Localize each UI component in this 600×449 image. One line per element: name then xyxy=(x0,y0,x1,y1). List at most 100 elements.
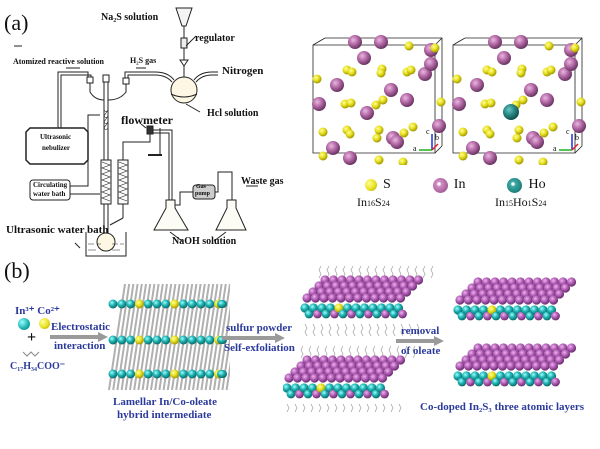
atom-in xyxy=(326,141,340,155)
atom-in xyxy=(424,57,438,71)
layer-atom xyxy=(126,299,136,309)
atom-in xyxy=(432,119,446,133)
layer-atom xyxy=(161,369,171,379)
atom-s xyxy=(408,122,418,132)
oleate-ligand xyxy=(320,323,324,337)
atom-in xyxy=(488,35,502,49)
legend-s-icon xyxy=(365,179,377,191)
sheet-atom-in xyxy=(284,373,294,383)
atom-s xyxy=(512,133,522,143)
label-water-bath: water bath xyxy=(33,190,66,198)
atom-s xyxy=(318,151,328,161)
layer-atom xyxy=(108,299,118,309)
oleate-ligand xyxy=(382,403,386,412)
oleate-ligand xyxy=(412,345,416,359)
sheet-atom-in xyxy=(548,361,559,371)
sheet-atom-in xyxy=(463,361,474,371)
atom-s xyxy=(538,157,548,165)
oleate-ligand xyxy=(366,403,370,412)
oleate-ligand xyxy=(422,265,426,279)
sheet-atom-in xyxy=(506,361,516,371)
sheet-atom-in xyxy=(377,373,388,383)
sheet-atom-in xyxy=(554,355,565,365)
sheet-atom-in xyxy=(343,373,354,383)
oleate-ligand xyxy=(376,323,380,337)
sheet-atom-bottom xyxy=(380,389,389,399)
label-h2s-gas: H₂S gas xyxy=(130,56,157,65)
apparatus-diagram xyxy=(14,7,258,257)
naoh-flask-2 xyxy=(215,199,247,231)
oleate-ligand xyxy=(408,323,412,337)
layer-atom xyxy=(143,335,153,345)
sheet-atom-bottom xyxy=(398,309,407,319)
layer-atom xyxy=(152,369,162,379)
sheet-atom-in xyxy=(327,293,338,303)
label-hcl-solution: Hcl solution xyxy=(207,108,259,119)
atom-s xyxy=(312,74,322,84)
sheet-atom-in xyxy=(309,373,320,383)
lamellar-intermediate xyxy=(108,283,230,391)
axis-a-label: a xyxy=(553,144,557,153)
sheet-atom-in xyxy=(554,289,565,299)
formula-sub1: 16 xyxy=(367,199,375,208)
layer-atom xyxy=(143,299,153,309)
sheet-atom-in xyxy=(383,367,394,377)
panel-b-label: (b) xyxy=(4,258,30,283)
atom-in xyxy=(330,78,344,92)
oleate-ligand xyxy=(360,323,364,337)
oleate-ligand xyxy=(328,323,332,337)
arrow-regulator xyxy=(185,35,197,47)
atom-in xyxy=(400,93,414,107)
layer-atom xyxy=(117,335,127,345)
sheet-atom-in xyxy=(506,295,516,305)
oleate-ligand xyxy=(300,345,304,359)
layer-atom xyxy=(143,369,153,379)
atom-s xyxy=(516,68,526,78)
sheet-atom-in xyxy=(540,295,550,305)
sheet-atom-in xyxy=(489,295,499,305)
layer-atom xyxy=(161,335,171,345)
atom-s xyxy=(430,43,440,53)
oleate-ligand xyxy=(286,403,290,412)
layer-atom xyxy=(205,335,215,345)
oleate-ligand xyxy=(414,265,418,279)
ion-labels: In³⁺ Co²⁺ xyxy=(15,304,60,317)
ion-co-label: Co²⁺ xyxy=(37,305,60,317)
sheet-atom-in xyxy=(566,277,577,287)
atom-in xyxy=(524,83,538,97)
atom-s xyxy=(345,129,355,139)
circulating-water-bath xyxy=(29,179,71,201)
atom-s xyxy=(374,125,384,135)
crystal-legend: S In Ho xyxy=(365,177,546,193)
oleate-ligand xyxy=(344,323,348,337)
in-ion-icon xyxy=(18,318,30,330)
sheet-atom-in xyxy=(361,293,372,303)
atom-s xyxy=(539,128,549,138)
oleate-ligand xyxy=(392,323,396,337)
step2-arrow xyxy=(222,333,285,343)
oleate-ligand xyxy=(390,403,394,412)
sheet-atom-in xyxy=(326,373,337,383)
atom-in xyxy=(348,35,362,49)
condenser-1 xyxy=(100,159,112,205)
oleate-ligand xyxy=(368,323,372,337)
layer-atom xyxy=(205,299,215,309)
dropping-funnel xyxy=(175,7,193,27)
layer-atom xyxy=(134,335,144,345)
step2-label-2: Self-exfoliation xyxy=(224,342,295,354)
sheet-atom-in xyxy=(301,373,311,383)
product-label: Co-doped In₂S₃ three atomic layers xyxy=(420,401,585,413)
formula-sub3: 24 xyxy=(538,199,547,208)
formula-el3: S xyxy=(531,195,539,209)
atom-in xyxy=(483,151,497,165)
oleate-ligand xyxy=(374,403,378,412)
oleate-label: C₁₇H₃₄COO⁻ xyxy=(10,361,66,372)
formula-el2: Ho xyxy=(513,195,528,209)
sheet-atom-in xyxy=(336,293,346,303)
axis-c-label: c xyxy=(426,127,430,136)
sheet-atom-in xyxy=(523,361,533,371)
sheet-atom-in xyxy=(413,275,424,285)
layer-atom xyxy=(205,369,215,379)
atom-s xyxy=(458,127,468,137)
atom-in xyxy=(312,97,326,111)
